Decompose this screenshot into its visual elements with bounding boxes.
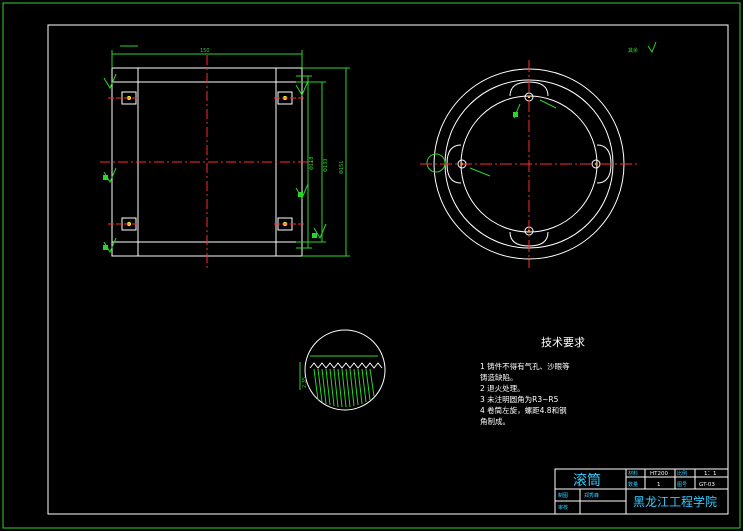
tech-req-item: 4 卷筒左旋，螺距4.8和钢 <box>480 405 567 415</box>
drawing-no-label: 图号 <box>677 482 687 488</box>
scale-label: 比例 <box>677 470 687 477</box>
drawing-title: 滚筒 <box>573 472 601 489</box>
front-dimensions <box>103 45 350 257</box>
title-block <box>554 468 729 515</box>
material-value: HT200 <box>650 471 668 477</box>
tech-req-item: 2 退火处理。 <box>480 383 525 393</box>
drawn-label: 制图 <box>558 492 568 499</box>
qty-label: 数量 <box>628 481 638 488</box>
drawn-by: 郑秀峰 <box>584 492 599 499</box>
tech-req-list: 1 铸件不得有气孔、沙眼等 铸造缺陷。 2 退火处理。 3 未注明圆角为R3~R… <box>480 361 570 426</box>
roughness-symbol <box>647 41 657 54</box>
dim-width-top: 150 <box>200 48 210 54</box>
detail-view <box>299 329 386 411</box>
tech-req-item: 3 未注明圆角为R3~R5 <box>480 394 559 404</box>
dim-dia-mid: Φ133 <box>323 159 329 172</box>
side-view <box>420 60 640 268</box>
qty-value: 1 <box>657 482 661 488</box>
tech-req-item: 铸造缺陷。 <box>480 372 518 382</box>
tech-req-item: 1 铸件不得有气孔、沙眼等 <box>480 361 570 371</box>
material-label: 材料 <box>628 470 638 477</box>
tech-req-heading: 技术要求 <box>541 336 585 349</box>
front-section-view <box>100 55 315 268</box>
scale-value: 1：1 <box>704 471 717 477</box>
dim-dia-inner: Φ118 <box>309 157 315 170</box>
drawing-no-value: GT-03 <box>699 482 715 488</box>
institution: 黑龙江工程学院 <box>633 494 717 509</box>
detail-dim: 2.35 <box>302 377 308 388</box>
tech-req-item: 角制成。 <box>480 416 510 426</box>
inner-border <box>47 24 729 515</box>
dim-dia-outer: Φ151 <box>339 161 345 174</box>
roughness-note: 其余 <box>628 47 638 54</box>
check-label: 审核 <box>558 504 568 511</box>
